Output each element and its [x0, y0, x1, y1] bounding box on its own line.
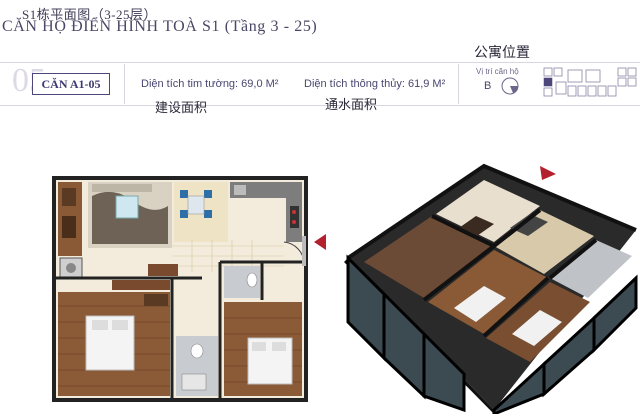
- entry-arrow-icon: [314, 234, 326, 250]
- floor-plan: [52, 176, 308, 402]
- compass-marker-icon: [501, 77, 519, 95]
- vietnamese-title: CĂN HỘ ĐIỂN HÌNH TOÀ S1 (Tầng 3 - 25): [2, 18, 318, 35]
- divider: [458, 64, 459, 104]
- position-label: Vị trí căn hộ: [476, 67, 519, 76]
- chinese-title: S1栋平面图（3-25层）: [22, 7, 158, 22]
- clear-area-label: Diện tích thông thủy: 61,9 M²: [304, 78, 446, 90]
- position-letter: B: [484, 80, 492, 92]
- divider: [124, 64, 125, 104]
- wall-area-label: Diện tích tim tường: 69,0 M²: [141, 78, 279, 90]
- key-plan: [543, 67, 637, 97]
- position-chinese: 公寓位置: [474, 46, 530, 61]
- info-row: [0, 62, 640, 106]
- unit-code-badge: CĂN A1-05: [32, 73, 110, 95]
- clear-area-chinese: 通水面积: [325, 97, 378, 112]
- isometric-3d-view: [344, 163, 638, 414]
- wall-area-chinese: 建设面积: [155, 100, 208, 115]
